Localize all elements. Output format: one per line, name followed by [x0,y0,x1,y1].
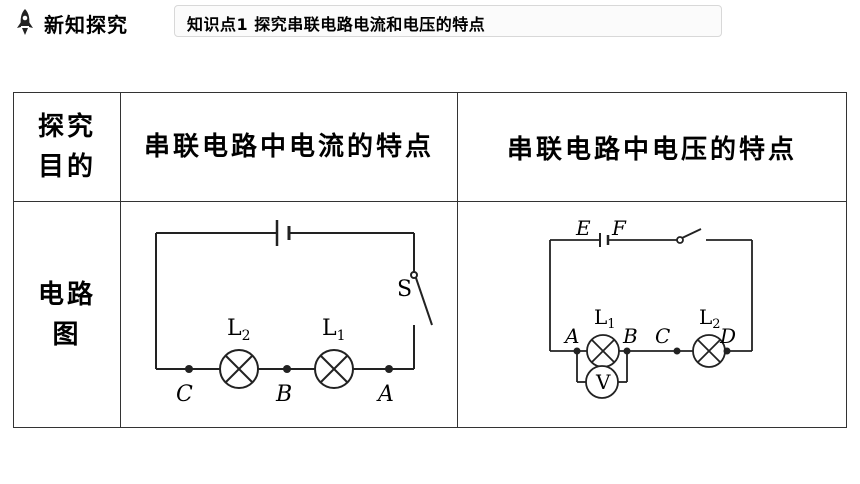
voltmeter-label: V [595,370,611,394]
topic-box: 知识点1 探究串联电路电流和电压的特点 [174,5,722,37]
lamp-l2-label: L2 [699,305,721,332]
circuit-label: 电路 图 [14,275,120,355]
lamp-l1-label: L1 [322,316,346,344]
current-purpose-cell: 串联电路中电流的特点 [120,92,458,202]
lamp-l2-label: L2 [227,316,251,344]
voltage-circuit-diagram: V E F L1 L2 A B C D [549,216,753,399]
point-c-label: C [655,324,670,348]
junction-b [283,365,291,373]
current-circuit-diagram: S L2 L1 C B A [155,220,433,407]
junction-c [673,347,681,355]
page-header: 新知探究 知识点1 探究串联电路电流和电压的特点 [14,5,722,39]
junction-c [185,365,193,373]
point-c-label: C [176,382,193,407]
junction-b [623,347,631,355]
topic-title: 知识点1 探究串联电路电流和电压的特点 [187,15,486,34]
current-purpose-text: 串联电路中电流的特点 [143,132,434,162]
point-b-label: B [275,382,292,407]
purpose-label-cell: 探究 目的 [13,92,121,202]
point-d-label: D [719,324,736,348]
purpose-label-line1: 探究 [37,112,96,142]
table-row-purpose: 探究 目的 串联电路中电流的特点 串联电路中电压的特点 [13,92,847,202]
purpose-label-line2: 目的 [37,152,96,182]
circuit-label-cell: 电路 图 [13,201,121,428]
current-circuit-cell: S L2 L1 C B A [120,201,458,428]
point-f-label: F [611,216,627,240]
point-e-label: E [575,216,591,240]
voltage-purpose-cell: 串联电路中电压的特点 [457,92,847,202]
junction-d [723,347,731,355]
experiment-table: 探究 目的 串联电路中电流的特点 串联电路中电压的特点 电路 图 [13,92,847,428]
section-title: 新知探究 [44,13,128,37]
point-b-label: B [622,324,638,348]
junction-a [573,347,581,355]
point-a-label: A [376,382,394,407]
switch-label: S [397,277,412,302]
table-row-circuit: 电路 图 [13,201,847,428]
circuit-label-line2: 图 [52,319,82,350]
voltage-purpose-text: 串联电路中电压的特点 [506,134,797,165]
purpose-label: 探究 目的 [14,107,120,187]
point-a-label: A [563,324,579,348]
junction-a [385,365,393,373]
rocket-icon [17,9,33,35]
voltage-circuit-cell: V E F L1 L2 A B C D [457,201,847,428]
lamp-l1-label: L1 [594,305,616,332]
circuit-label-line1: 电路 [37,279,96,310]
